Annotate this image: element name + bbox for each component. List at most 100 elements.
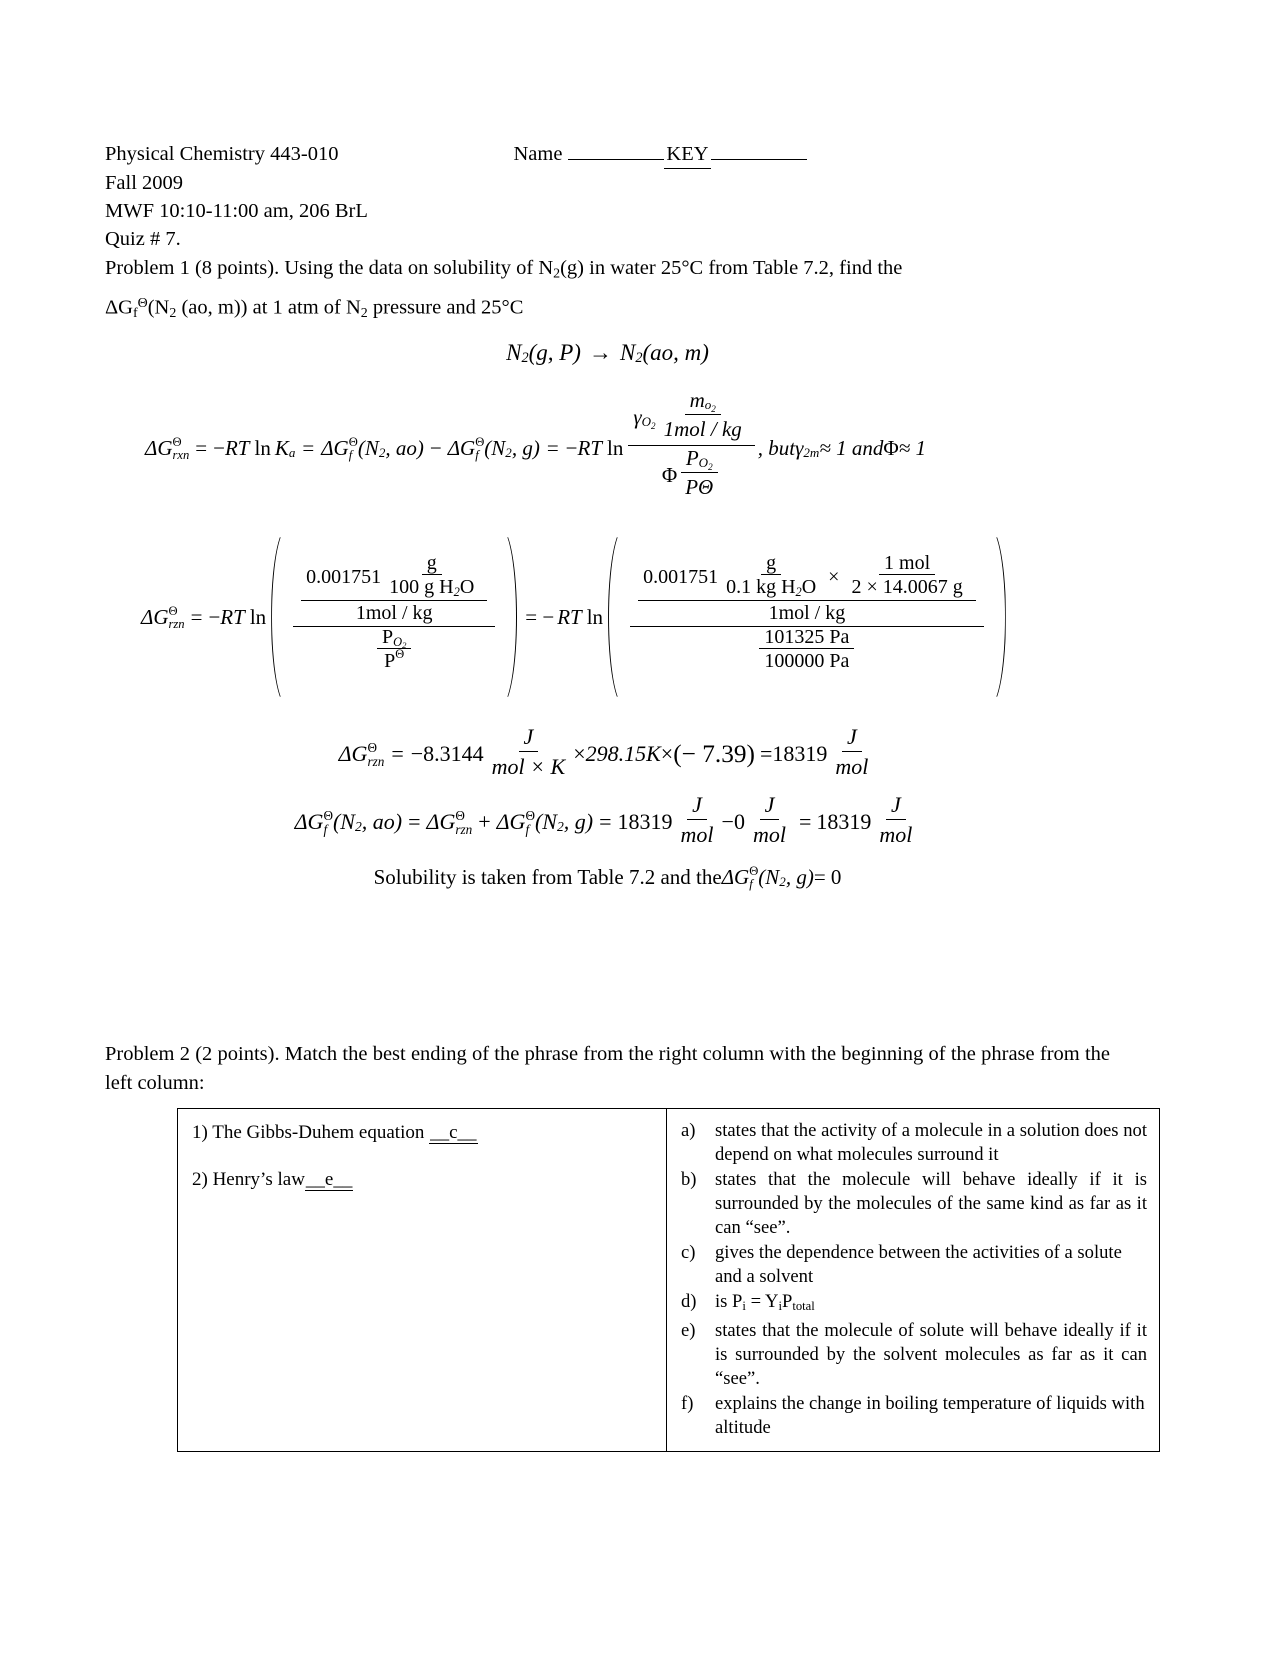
quiz-number-line: Quiz # 7.: [105, 228, 181, 250]
option-d-sub-i-1: i: [742, 1299, 746, 1314]
eq2-minus-1: −: [208, 604, 221, 629]
name-blank-left: [568, 142, 665, 160]
eq4-t2: ΔG: [496, 809, 526, 835]
eq1-approx1: ≈ 1 and: [819, 435, 884, 460]
eq1-dG: ΔG: [145, 435, 173, 460]
left-item-2-answer[interactable]: __e__: [304, 1168, 354, 1191]
option-marker-a: a): [681, 1119, 696, 1141]
option-d-prefix: is P: [715, 1290, 743, 1312]
eq2-left-paren-open: [268, 526, 290, 708]
eq4-v3-units-num: J: [885, 792, 906, 821]
option-marker-f: f): [681, 1393, 694, 1415]
option-d-P: P: [781, 1290, 793, 1312]
reaction-lhs-sub: 2: [521, 350, 529, 367]
dGf-arg-mid: (ao, m)) at 1 atm of N: [176, 296, 361, 319]
left-item-1-answer[interactable]: __c__: [429, 1121, 478, 1144]
name-blank-right: [710, 142, 807, 160]
solubility-note-text: Solubility is taken from Table 7.2 and t…: [373, 864, 722, 889]
dGf-sub: f: [133, 306, 138, 322]
eq2-right-paren-close: [987, 526, 1009, 708]
eq2-ln-2: ln: [586, 604, 604, 629]
left-item-2-text: 2) Henry’s law: [192, 1168, 305, 1190]
name-value: KEY: [664, 140, 711, 169]
reaction-lhs-args: (g, P): [528, 340, 581, 366]
reaction-rhs-symbol: N: [619, 340, 636, 366]
eq2-right-coeff: 0.001751: [643, 566, 719, 589]
matching-left-column: 1) The Gibbs-Duhem equation __c__ 2) Hen…: [177, 1107, 667, 1453]
list-item: d) is Pi = YiPtotal: [681, 1290, 1147, 1318]
problem1-statement: Problem 1 (8 points). Using the data on …: [105, 254, 1110, 288]
eq2-right-times: ×: [828, 566, 840, 589]
eq2-right-pressure-fraction: 101325 Pa 100000 Pa: [759, 627, 855, 671]
eq1-equals-2: =: [302, 435, 315, 460]
option-d-sub-total: total: [792, 1299, 815, 1314]
eq4-v1: 18319: [617, 809, 673, 835]
eq3-R-value: −8.3144: [410, 741, 484, 767]
eq1-minus-1: −: [213, 435, 225, 460]
dGf-arg-end: pressure and 25°C: [367, 296, 524, 319]
eq2-right-1mol: 1 mol: [879, 553, 936, 576]
eq2-right-outer-den: 101325 Pa 100000 Pa: [751, 627, 862, 673]
note-equals-zero: = 0: [813, 864, 842, 889]
eq2-right-molar-mass: 2 × 14.0067 g: [851, 576, 963, 599]
eq1-dGf-1: ΔG: [321, 435, 349, 460]
eq2-dG: ΔG: [141, 604, 169, 629]
list-item: e) states that the molecule of solute wi…: [681, 1319, 1147, 1391]
eq2-right-P-num: 101325 Pa: [759, 627, 855, 650]
eq3-temperature: 298.15K: [585, 741, 661, 767]
eq1-RT-2: RT: [577, 435, 603, 460]
eq3-result-units-den: mol: [835, 754, 869, 780]
eq1-RT-1: RT: [224, 435, 250, 460]
eq4-dGf: ΔG: [294, 809, 324, 835]
list-item: c) gives the dependence between the acti…: [681, 1241, 1147, 1289]
table-row: 1) The Gibbs-Duhem equation __c__ 2) Hen…: [177, 1107, 1160, 1453]
option-marker-b: b): [681, 1168, 697, 1190]
problem1-statement-a: Problem 1 (8 points). Using the data on …: [105, 257, 554, 279]
eq4-v2: 0: [733, 809, 745, 835]
option-text-a: states that the activity of a molecule i…: [715, 1119, 1147, 1165]
eq2-left-paren-close: [498, 526, 520, 708]
name-label: Name: [513, 143, 563, 165]
eq4-v3: 18319: [816, 809, 872, 835]
eq4-v2-units: J mol: [748, 792, 791, 848]
option-text-e: states that the molecule of solute will …: [715, 1320, 1147, 1390]
eq2-left-coeff: 0.001751: [306, 566, 382, 589]
eq1-equals-3: =: [546, 435, 559, 460]
document-content: Physical Chemistry 443-010 Name KEY Fall…: [105, 140, 1160, 1453]
eq4-v1-units-den: mol: [680, 822, 714, 848]
eq3-times-2: ×: [660, 741, 674, 767]
option-text-b: states that the molecule will behave ide…: [715, 1168, 1147, 1238]
eq4-v3-units: J mol: [874, 792, 917, 848]
eq1-dGf-1-arg: (N: [357, 435, 379, 460]
eq4-dGf-arg-end: , ao): [361, 809, 403, 835]
problem1-sub-1: 2: [553, 266, 561, 282]
option-marker-c: c): [681, 1241, 696, 1263]
eq4-v1-units-num: J: [687, 792, 707, 821]
eq2-equals-2: = −: [525, 604, 555, 629]
note-dGf: ΔG: [721, 864, 750, 889]
eq3-equals: =: [391, 741, 404, 767]
eq4-v2-units-den: mol: [752, 822, 786, 848]
eq1-gamma2m: γ: [795, 435, 804, 460]
eq1-phi2: Φ: [883, 435, 899, 460]
